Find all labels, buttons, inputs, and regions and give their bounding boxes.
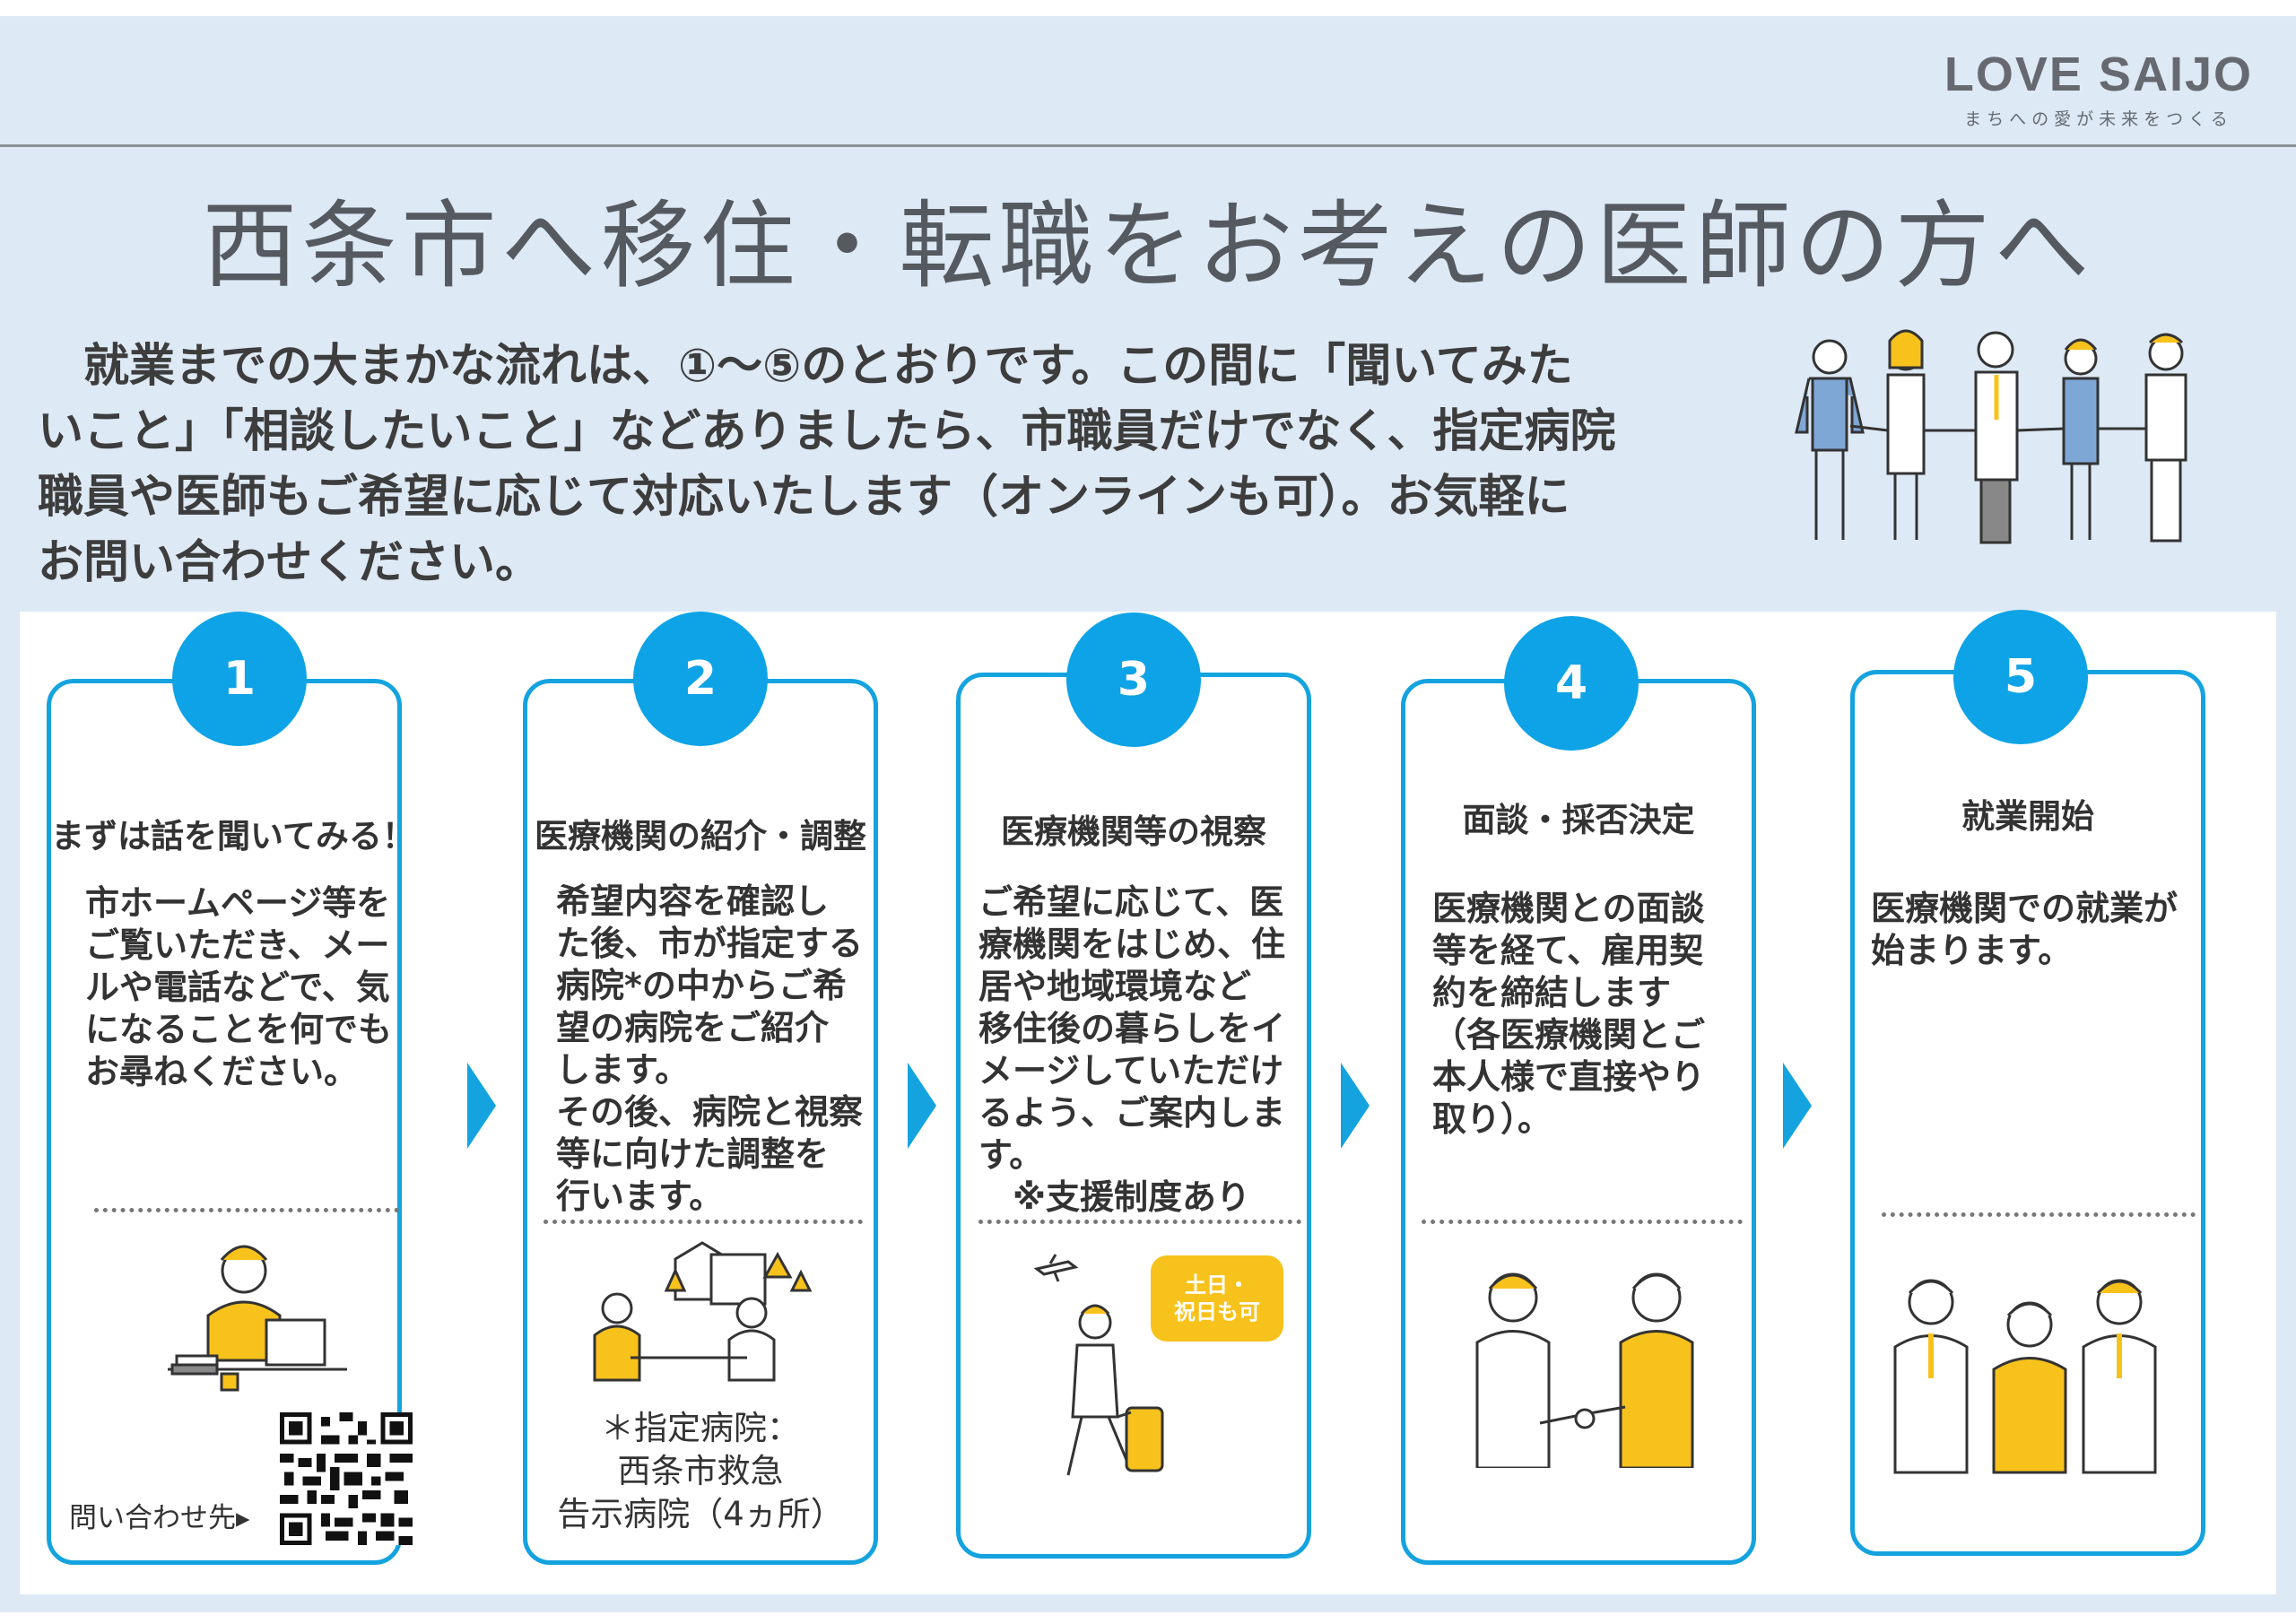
weekend-available-badge: 土日・ 祝日も可 [1151,1255,1283,1342]
step-line: メージしていただけ [978,1051,1284,1090]
next-arrow-icon [467,1063,496,1149]
page-title: 西条市へ移住・転職をお考えの医師の方へ [202,191,2094,301]
step-line: た後、市が指定する [556,924,864,963]
step-line: るよう、ご案内しま [978,1093,1286,1133]
step-description: 市ホームページ等を ご覧いただき、メー ルや電話などで、気 になることを何でも … [85,882,392,1093]
note-line: 告示病院（4ヵ所） [557,1495,844,1533]
step-line: ※支援制度あり [978,1177,1250,1217]
dotted-divider [94,1208,399,1212]
dotted-divider [1882,1212,2196,1217]
step-line: 本人様で直接やり [1432,1057,1706,1097]
intro-line: 職員や医師もご希望に応じて対応いたします（オンラインも可）。お気軽に [38,471,1570,524]
step-number-badge: 1 [172,612,307,746]
logo-text: LOVE SAIJO [1944,48,2253,101]
love-saijo-logo: LOVE SAIJO まちへの愛が未来をつくる [1944,50,2253,130]
header-divider [0,144,2296,147]
next-arrow-icon [908,1063,936,1149]
note-line: 西条市救急 [617,1452,784,1490]
step-line: 市ホームページ等を [85,883,391,923]
step-line: 約を締結します [1432,973,1672,1012]
step-description: ご希望に応じて、医 療機関をはじめ、住 居や地域環境など 移住後の暮らしをイ メ… [978,881,1285,1219]
team-illustration [1893,1279,2157,1474]
step-line: になることを何でも [85,1010,393,1049]
step-line: （各医療機関とご [1432,1015,1706,1055]
step-card-1: 1 まずは話を聞いてみる！ 市ホームページ等を ご覧いただき、メー ルや電話など… [47,612,415,1565]
medical-staff-illustration [1795,329,2187,544]
logo-tagline: まちへの愛が未来をつくる [1964,109,2233,129]
step-line: 医療機関での就業が [1871,889,2179,928]
next-arrow-icon [1341,1063,1370,1149]
next-arrow-icon [1783,1063,1812,1149]
step-card-3: 3 医療機関等の視察 ご希望に応じて、医 療機関をはじめ、住 居や地域環境など … [956,612,1311,1559]
dotted-divider [978,1220,1301,1224]
step-line: 移住後の暮らしをイ [978,1009,1286,1048]
step-card-4: 4 面談・採否決定 医療機関との面談 等を経て、雇用契 約を締結します （各医療… [1401,616,1756,1565]
step-line: ご覧いただき、メー [85,925,390,965]
step-number-badge: 5 [1953,610,2088,744]
step-line: その後、病院と視察 [556,1092,864,1132]
step-number-badge: 4 [1504,616,1639,751]
step-line: 等に向けた調整を [556,1134,830,1174]
step-line: 病院*の中からご希 [556,966,847,1005]
step-description: 医療機関での就業が 始まります。 [1871,888,2178,972]
step-line: 希望内容を確認し [556,881,830,921]
step-line: 始まります。 [1871,931,2073,970]
qr-code[interactable] [280,1412,413,1545]
meeting-illustration [593,1241,813,1382]
dotted-divider [1422,1220,1743,1224]
step-line: 等を経て、雇用契 [1432,931,1704,970]
step-line: 居や地域環境など [978,967,1252,1006]
step-number-badge: 2 [633,612,768,746]
step-line: 療機関をはじめ、住 [978,925,1286,964]
step-line: ルや電話などで、気 [85,968,390,1007]
step-title: 面談・採否決定 [1462,801,1695,839]
traveler-illustration [1033,1254,1164,1476]
intro-text: 就業までの大まかな流れは、①～⑤のとおりです。この間に「聞いてみた いこと」「相… [38,334,1760,595]
designated-hospital-note: ＊指定病院： 西条市救急 告示病院（4ヵ所） [527,1407,874,1536]
contact-label: 問い合わせ先▸ [69,1502,250,1534]
step-line: 取り）。 [1432,1099,1552,1139]
step-title: 医療機関の紹介・調整 [535,817,866,855]
intro-line: いこと」「相談したいこと」などありましたら、市職員だけでなく、指定病院 [38,405,1616,458]
step-line: お尋ねください。 [85,1052,359,1091]
person-on-phone-illustration [168,1245,347,1392]
step-line: ご希望に応じて、医 [978,882,1284,922]
handshake-illustration [1475,1272,1694,1468]
intro-line: お問い合わせください。 [38,536,542,589]
step-line: 行います。 [556,1177,724,1216]
step-description: 希望内容を確認し た後、市が指定する 病院*の中からご希 望の病院をご紹介 しま… [556,881,863,1218]
tag-line: 祝日も可 [1174,1299,1260,1324]
step-line: す。 [978,1135,1044,1175]
dotted-divider [544,1220,863,1224]
step-title: 医療機関等の視察 [1001,812,1266,851]
step-line: 医療機関との面談 [1432,889,1705,928]
tag-line: 土日・ [1185,1272,1249,1298]
step-number-badge: 3 [1066,612,1201,747]
step-card-5: 5 就業開始 医療機関での就業が 始まります。 [1850,610,2205,1556]
intro-line: 就業までの大まかな流れは、①～⑤のとおりです。この間に「聞いてみた [38,340,1573,393]
step-line: します。 [556,1050,690,1090]
step-title: 就業開始 [1961,797,2094,836]
step-description: 医療機関との面談 等を経て、雇用契 約を締結します （各医療機関とご 本人様で直… [1432,888,1705,1141]
step-title: まずは話を聞いてみる！ [51,817,415,855]
step-card-2: 2 医療機関の紹介・調整 希望内容を確認し た後、市が指定する 病院*の中からご… [523,612,878,1565]
step-line: 望の病院をご紹介 [556,1008,830,1047]
note-line: ＊指定病院： [601,1409,800,1447]
